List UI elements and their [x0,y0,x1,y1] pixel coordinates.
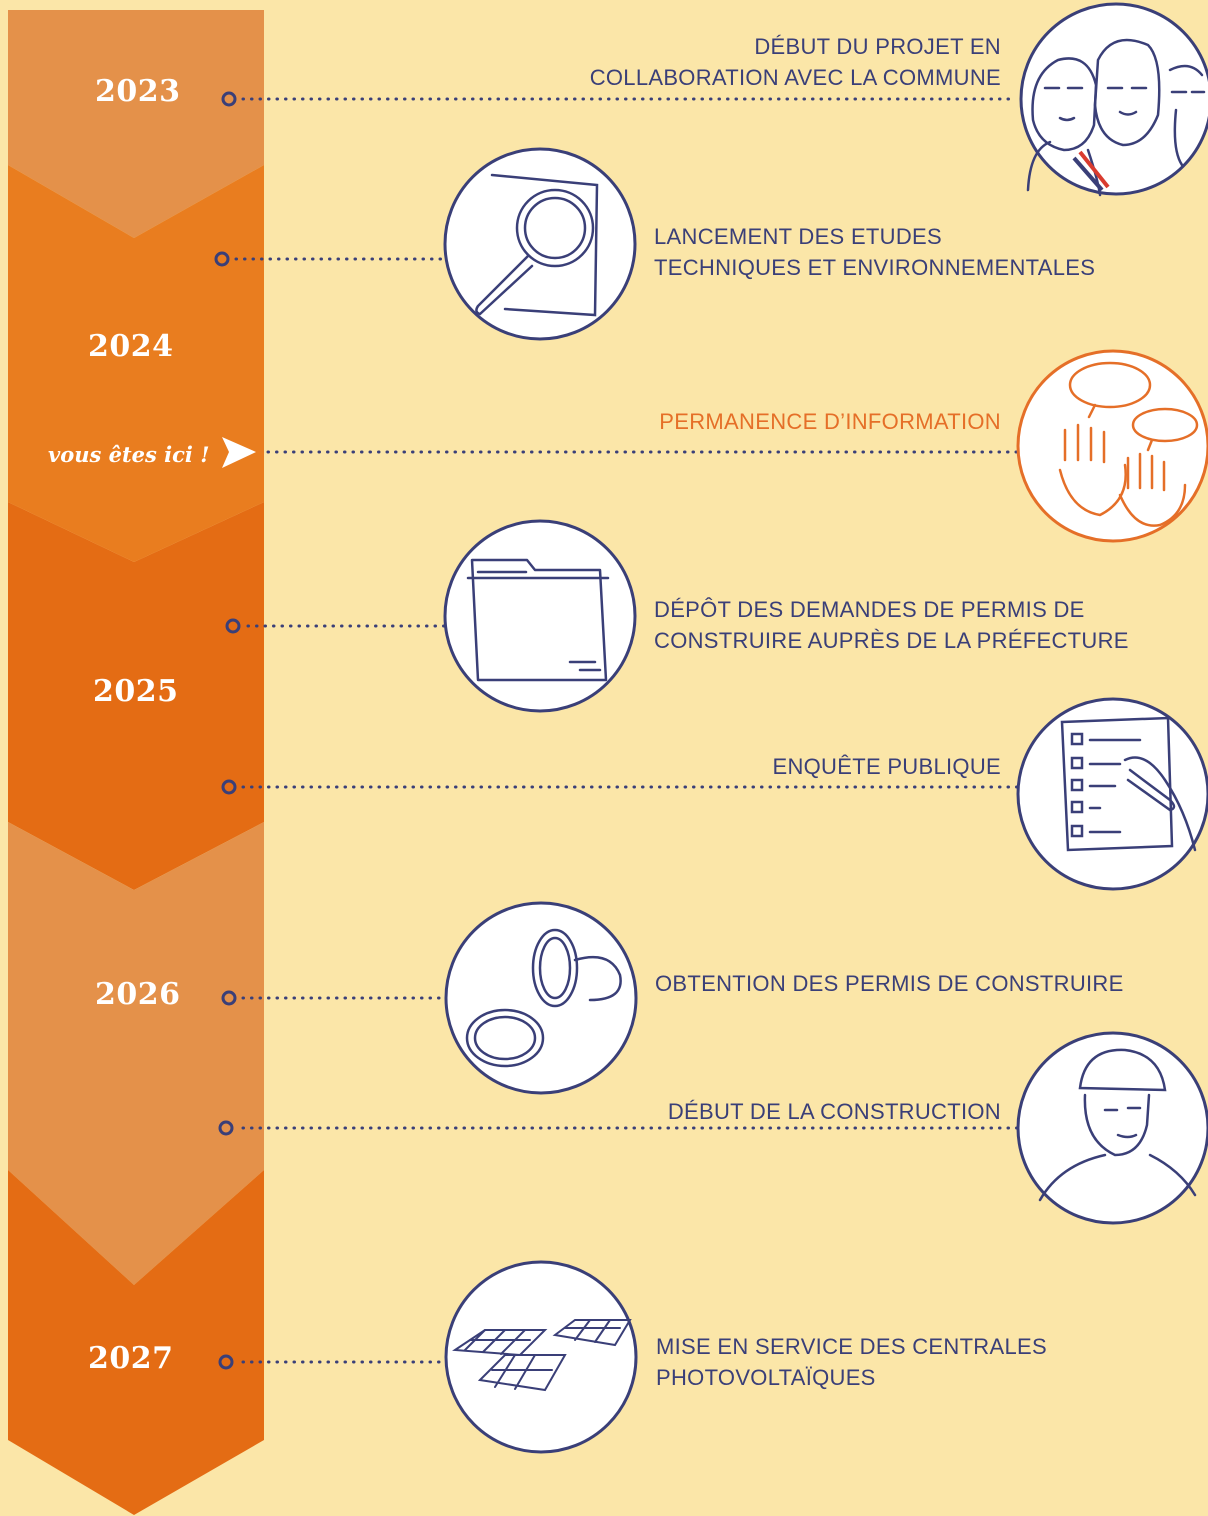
node-marker-6 [218,1120,234,1136]
folder-icon [443,519,637,713]
node-marker-5 [221,990,237,1006]
node-marker-7 [218,1354,234,1370]
node-marker-2 [214,251,230,267]
year-label-2026: 2026 [95,977,181,1012]
node-marker-4 [221,779,237,795]
year-label-2025: 2025 [93,674,179,709]
band-segment-2025 [8,502,264,890]
year-label-2027: 2027 [88,1341,174,1376]
band-segment-2026 [8,822,264,1285]
milestone-label-7: DÉBUT DE LA CONSTRUCTION [667,1099,1001,1124]
stamp-icon [444,901,638,1095]
milestone-label-5: ENQUÊTE PUBLIQUE [772,754,1001,779]
milestone-label-3: PERMANENCE D’INFORMATION [659,409,1001,434]
band-segment-2024 [8,165,264,562]
solar-panels-icon [444,1260,638,1454]
checklist-icon [1016,697,1208,891]
you-are-here-arrow-icon [222,437,256,468]
worker-icon [1016,1031,1208,1225]
band-segment-2023 [8,10,264,238]
raised-hands-icon [1016,349,1208,543]
node-marker-3 [225,618,241,634]
you-are-here-label: vous êtes ici ! [48,442,210,467]
band-segment-2027 [8,1170,264,1515]
team-icon [1019,2,1208,197]
year-label-2024: 2024 [88,329,174,364]
year-label-2023: 2023 [95,74,181,109]
milestone-label-6: OBTENTION DES PERMIS DE CONSTRUIRE [655,971,1124,996]
node-marker-1 [221,91,237,107]
magnifier-icon [443,147,637,341]
